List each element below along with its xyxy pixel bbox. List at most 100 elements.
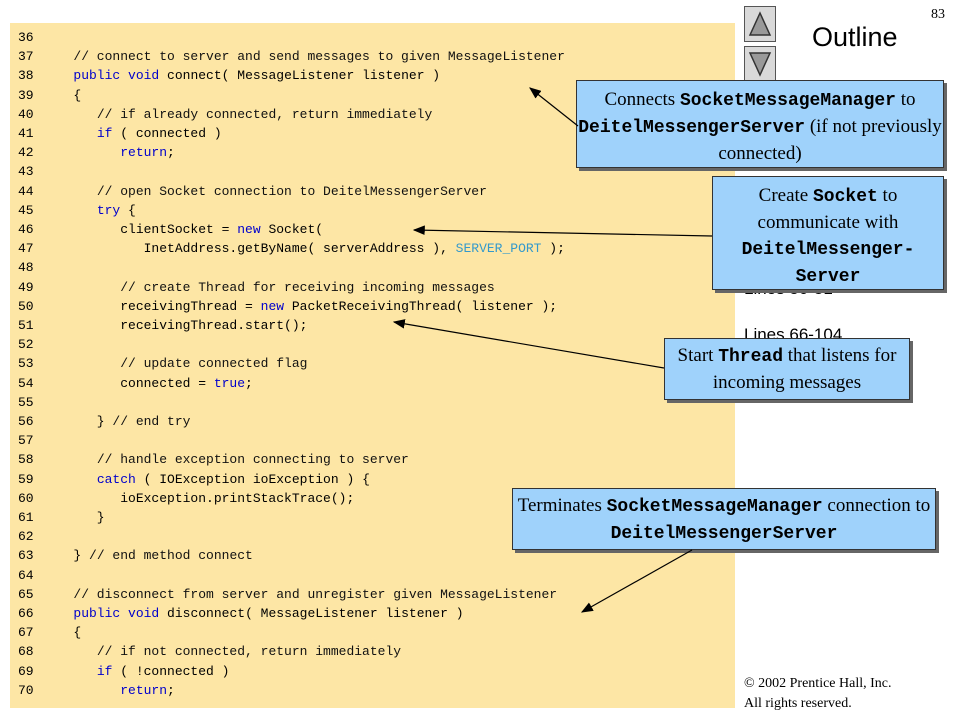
callout-text: to: [895, 89, 916, 110]
code-line-59: 59 catch ( IOException ioException ) {: [10, 470, 370, 489]
line-number: 68: [18, 644, 34, 660]
line-number: 42: [18, 145, 34, 161]
line-number: 46: [18, 222, 34, 237]
line-number: 58: [18, 452, 34, 468]
code-text: // connect to server and send messages t…: [73, 49, 565, 65]
code-line-68: 68 // if not connected, return immediate…: [10, 642, 401, 661]
code-text: // handle exception connecting to server: [96, 452, 409, 468]
callout-text: that listens for incoming messages: [712, 345, 897, 393]
code-text: } // end method connect: [50, 548, 253, 564]
callout-text: Terminates: [517, 495, 607, 516]
callout-text: Connects: [604, 89, 680, 110]
code-line-65: 65 // disconnect from server and unregis…: [10, 585, 557, 604]
code-line-66: 66 public void disconnect( MessageListen…: [10, 604, 464, 623]
code-line-41: 41 if ( connected ): [10, 124, 222, 143]
code-text: // open Socket connection to DeitelMesse…: [96, 183, 487, 199]
code-line-38: 38 public void connect( MessageListener …: [10, 66, 440, 85]
code-text: catch ( IOException ioException ) {: [96, 471, 370, 487]
page-number: 83: [931, 7, 945, 22]
line-number: 69: [18, 663, 34, 679]
line-number: 63: [18, 548, 34, 564]
code-line-55: 55: [10, 393, 50, 412]
line-number: 56: [18, 414, 34, 429]
callout-text: Start: [677, 345, 719, 366]
code-text: // create Thread for receiving incoming …: [120, 279, 495, 295]
callout-code-term: DeitelMessenger-Server: [741, 240, 915, 287]
line-number: 41: [18, 126, 34, 141]
code-line-60: 60 ioException.printStackTrace();: [10, 489, 354, 508]
code-text: {: [50, 625, 82, 641]
code-text: public void connect( MessageListener lis…: [73, 68, 441, 84]
line-number: 53: [18, 356, 34, 372]
scroll-down-button[interactable]: [744, 46, 776, 82]
callout-connect: Connects SocketMessageManager to DeitelM…: [576, 80, 944, 168]
callout-start-thread: Start Thread that listens for incoming m…: [664, 338, 910, 400]
line-number: 38: [18, 68, 34, 84]
code-text: receivingThread = new PacketReceivingThr…: [50, 298, 558, 314]
callout-code-term: SocketMessageManager: [606, 497, 823, 517]
copyright-line-1: © 2002 Prentice Hall, Inc.: [744, 676, 892, 691]
line-number: 39: [18, 87, 34, 103]
code-line-43: 43: [10, 162, 50, 181]
code-line-49: 49 // create Thread for receiving incomi…: [10, 278, 495, 297]
line-number: 70: [18, 682, 34, 698]
code-line-46: 46 clientSocket = new Socket(: [10, 220, 323, 239]
code-text: ioException.printStackTrace();: [50, 490, 355, 506]
callout-code-term: Thread: [718, 347, 783, 367]
line-number: 50: [18, 298, 34, 314]
line-number: 37: [18, 49, 34, 65]
callout-text: connection to: [822, 495, 931, 516]
code-text: return;: [120, 145, 175, 161]
line-number: 54: [18, 375, 34, 391]
code-line-62: 62: [10, 527, 50, 546]
line-number: 40: [18, 106, 34, 122]
code-line-48: 48: [10, 258, 50, 277]
code-line-54: 54 connected = true;: [10, 374, 253, 393]
code-line-67: 67 {: [10, 623, 81, 642]
code-text: receivingThread.start();: [50, 318, 308, 333]
code-line-70: 70 return;: [10, 681, 175, 700]
code-line-50: 50 receivingThread = new PacketReceiving…: [10, 297, 557, 316]
code-line-56: 56 } // end try: [10, 412, 190, 431]
code-line-57: 57: [10, 431, 50, 450]
code-text: if ( !connected ): [96, 663, 230, 679]
line-number: 65: [18, 586, 34, 602]
callout-create-socket: Create Socket to communicate with Deitel…: [712, 176, 944, 290]
callout-text: to communicate with: [757, 185, 899, 233]
code-text: // update connected flag: [120, 356, 308, 372]
callout-disconnect: Terminates SocketMessageManager connecti…: [512, 488, 936, 550]
code-text: } // end try: [50, 414, 191, 429]
code-text: // if already connected, return immediat…: [96, 106, 433, 122]
line-number: 61: [18, 510, 34, 525]
callout-code-term: SocketMessageManager: [679, 91, 896, 111]
code-line-45: 45 try {: [10, 201, 136, 220]
line-number: 36: [18, 30, 34, 45]
callout-code-term: DeitelMessengerServer: [578, 118, 806, 138]
code-line-42: 42 return;: [10, 143, 175, 162]
code-line-47: 47 InetAddress.getByName( serverAddress …: [10, 239, 565, 258]
code-line-69: 69 if ( !connected ): [10, 662, 229, 681]
line-number: 48: [18, 260, 34, 276]
line-number: 60: [18, 490, 34, 506]
line-number: 43: [18, 164, 34, 180]
code-line-39: 39 {: [10, 86, 81, 105]
line-number: 51: [18, 318, 34, 333]
callout-text: Create: [758, 185, 813, 206]
scroll-up-button[interactable]: [744, 6, 776, 42]
line-number: 64: [18, 567, 34, 583]
code-text: InetAddress.getByName( serverAddress ), …: [50, 241, 565, 257]
code-line-44: 44 // open Socket connection to DeitelMe…: [10, 182, 487, 201]
code-text: clientSocket = new Socket(: [50, 222, 324, 237]
callout-text: (if not previously connected): [718, 116, 942, 164]
line-number: 57: [18, 433, 34, 449]
code-line-52: 52: [10, 335, 50, 354]
callout-code-term: DeitelMessengerServer: [610, 524, 838, 544]
code-text: public void disconnect( MessageListener …: [73, 606, 464, 621]
line-number: 45: [18, 202, 34, 218]
code-line-58: 58 // handle exception connecting to ser…: [10, 450, 409, 469]
callout-code-term: Socket: [812, 187, 878, 207]
line-number: 52: [18, 337, 34, 353]
code-line-37: 37 // connect to server and send message…: [10, 47, 565, 66]
code-text: try {: [96, 202, 136, 218]
code-line-40: 40 // if already connected, return immed…: [10, 105, 432, 124]
